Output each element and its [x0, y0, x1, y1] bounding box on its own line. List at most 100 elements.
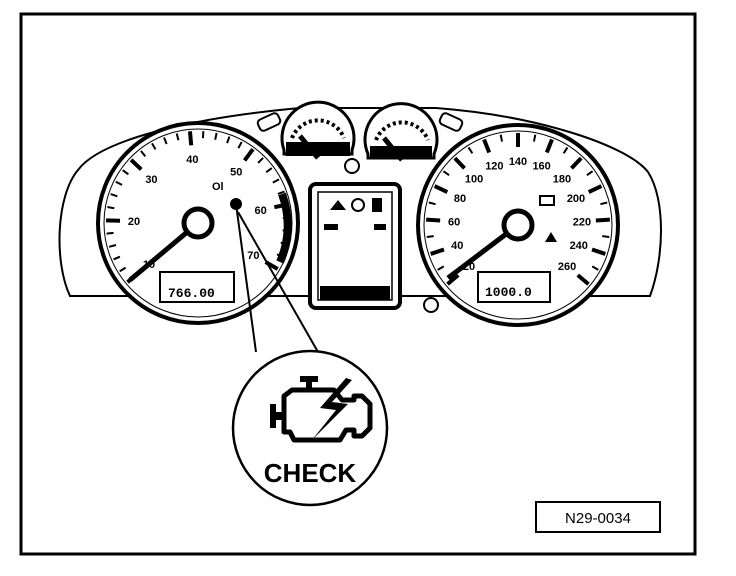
gauge-tick-label: 50 [230, 167, 242, 179]
gauge-tick [442, 170, 450, 177]
center-display-bottom-bar [320, 286, 390, 300]
gauge-tick [467, 146, 474, 154]
abs-warning-icon [351, 198, 365, 212]
tachometer-red-zone [276, 192, 292, 264]
light-warning-icon [374, 224, 386, 230]
gauge-tick-label: 40 [186, 154, 198, 166]
seatbelt-warning-icon [372, 198, 382, 212]
gauge-tick-label: 30 [145, 174, 157, 186]
gauge-tick [499, 134, 504, 142]
speedometer-hub [501, 208, 535, 242]
tachometer-tick-labels: 10203040506070 [128, 154, 267, 271]
gauge-tick-label: 220 [573, 216, 591, 228]
gauge-tick-label: 60 [255, 205, 267, 217]
gauge-tick [106, 231, 114, 235]
gauge-tick [591, 247, 606, 256]
odometer-readout: 766.00 [168, 286, 215, 301]
gauge-tick-label: 60 [448, 216, 460, 228]
gauge-tick [187, 131, 194, 146]
gauge-tick [175, 133, 180, 141]
gauge-tick [122, 169, 129, 176]
engine-check-icon [270, 376, 373, 443]
callout-label: CHECK [264, 458, 357, 488]
gauge-tick [600, 201, 608, 206]
gauge-tick [576, 273, 590, 286]
left-side-lamp [256, 112, 282, 132]
gauge-tick [430, 247, 445, 256]
tachometer: 10203040506070 Ol 766.00 [96, 121, 300, 325]
coolant-temp-gauge [280, 100, 356, 160]
gauge-tick [544, 138, 554, 154]
callout-leader-left [235, 203, 257, 353]
center-display [308, 182, 402, 310]
gauge-tick [595, 217, 610, 223]
airbag-warning-icon [324, 224, 338, 230]
gauge-tick-label: 180 [553, 173, 571, 185]
gauge-tick [272, 178, 280, 184]
lightning-bolt-icon [312, 378, 352, 440]
gauge-tick [151, 142, 157, 150]
gauge-tick [426, 235, 434, 238]
callout-leader-right [237, 211, 319, 353]
gauge-tick-label: 100 [465, 173, 483, 185]
gauge-tick [110, 193, 118, 198]
gauge-tick [265, 167, 273, 174]
gauge-tick-label: 200 [567, 193, 585, 205]
tachometer-hub [181, 206, 215, 240]
center-warning-lamp [344, 158, 360, 174]
gauge-tick [428, 201, 436, 206]
gauge-tick-label: 260 [558, 261, 576, 273]
brake-warning-icon [330, 200, 346, 210]
gauge-tick-label: 40 [451, 240, 463, 252]
gauge-tick [226, 136, 231, 144]
gauge-tick [482, 138, 492, 154]
odometer-display [159, 271, 235, 303]
tachometer-tick-marks [105, 131, 290, 284]
gauge-tick [242, 148, 255, 162]
gauge-tick-label: 120 [485, 161, 503, 173]
trip-display [477, 271, 551, 303]
gauge-tick [453, 156, 466, 170]
fuel-gauge [363, 102, 439, 162]
gauge-tick [108, 244, 117, 248]
gauge-tick [570, 156, 583, 170]
figure-ref-label: N29-0034 [565, 510, 631, 527]
gauge-tick [277, 190, 285, 195]
gauge-tick [140, 150, 147, 157]
trip-readout: 1000.0 [485, 285, 532, 300]
gauge-tick [115, 180, 123, 186]
gauge-tick [163, 137, 168, 145]
gauge-tick [214, 132, 218, 140]
gauge-tick-label: 20 [128, 216, 140, 228]
gauge-tick [113, 255, 121, 261]
gauge-tick [602, 235, 610, 238]
gauge-tick [107, 206, 115, 210]
gauge-tick [446, 273, 460, 286]
gauge-tick [433, 184, 449, 194]
gauge-tick [237, 141, 243, 149]
trip-reset-knob [423, 297, 439, 313]
gauge-tick-label: 240 [570, 240, 588, 252]
figure-ref-box [535, 501, 661, 533]
gauge-tick [426, 217, 441, 223]
gauge-tick-label: 80 [454, 193, 466, 205]
gauge-tick [129, 158, 143, 171]
gauge-tick-label: 160 [532, 161, 550, 173]
speedometer-tick-marks [426, 133, 610, 286]
oil-temp-lamp [545, 232, 557, 242]
oil-lamp: Ol [212, 181, 224, 193]
gauge-tick [532, 134, 537, 142]
gauge-tick [257, 157, 264, 164]
gauge-tick [437, 265, 445, 271]
battery-lamp [539, 195, 555, 206]
gauge-tick [119, 266, 127, 273]
gauge-tick-label: 140 [509, 156, 527, 168]
right-side-lamp [438, 112, 464, 132]
gauge-tick [586, 170, 594, 177]
gauge-tick [591, 265, 599, 271]
gauge-tick-label: 70 [247, 250, 259, 262]
gauge-tick [562, 146, 569, 154]
